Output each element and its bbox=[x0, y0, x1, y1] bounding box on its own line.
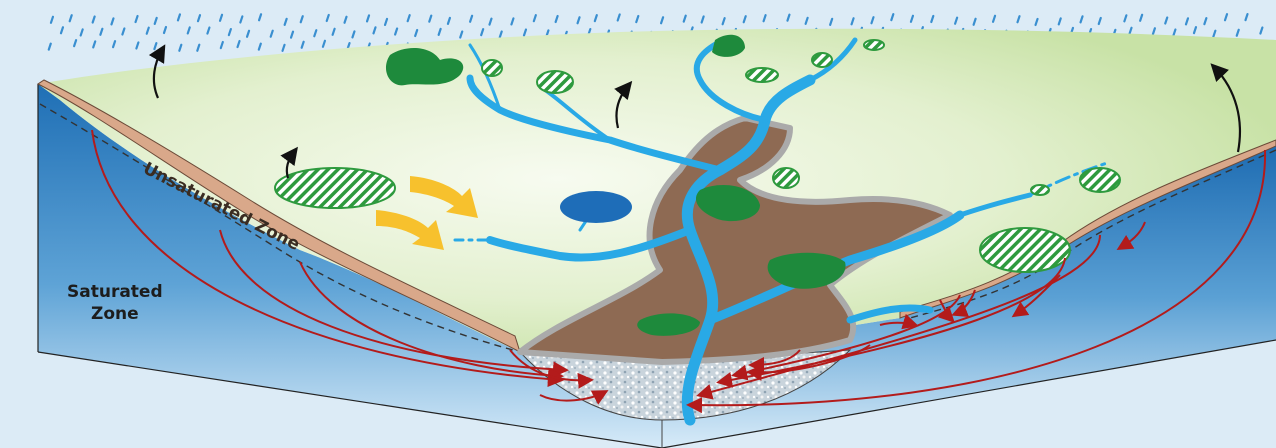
saturated-zone-label-line2: Zone bbox=[91, 304, 139, 324]
saturated-zone-label-line1: Saturated bbox=[67, 282, 163, 302]
lake bbox=[560, 191, 632, 223]
